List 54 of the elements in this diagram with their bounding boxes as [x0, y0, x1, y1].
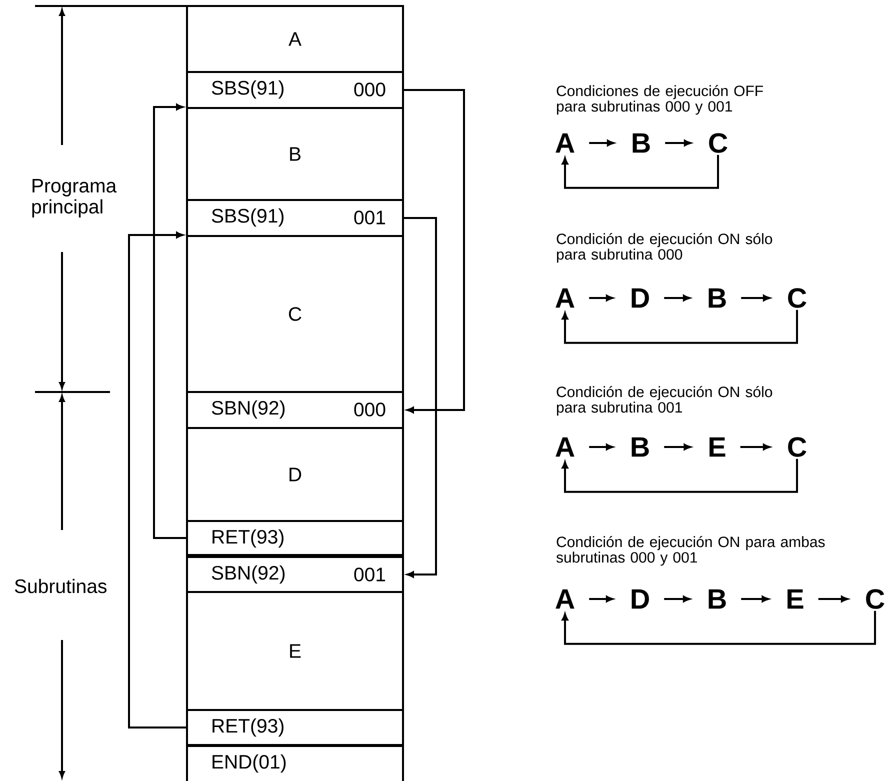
jump-arrow — [153, 104, 186, 539]
step-letter: E — [710, 437, 726, 457]
return-arrow — [562, 458, 798, 493]
step-letter: B — [708, 589, 726, 609]
program-row: A — [186, 5, 404, 73]
return-arrow — [562, 610, 876, 645]
step-letter: C — [788, 437, 806, 457]
program-row: D — [186, 427, 404, 522]
program-row: SBN(92) 000 — [186, 391, 404, 429]
program-row: B — [186, 107, 404, 201]
flow-arrow — [589, 444, 614, 450]
condition-heading: Condiciones de ejecución OFF para subrutinas 000 y 001 — [556, 85, 763, 115]
flow-arrow — [818, 596, 848, 602]
condition-heading: Condición de ejecución ON sólo para subrutina 000 — [556, 233, 772, 263]
flow-arrow — [740, 444, 770, 450]
step-letter: D — [632, 288, 649, 308]
jump-arrow — [128, 232, 186, 728]
flow-arrow — [741, 596, 769, 602]
step-letter: D — [632, 589, 649, 609]
program-row: E — [186, 591, 404, 711]
jump-arrow — [404, 89, 465, 414]
step-letter: C — [866, 589, 884, 609]
program-row: END(01) — [186, 745, 404, 781]
return-arrow — [562, 154, 720, 189]
flow-arrow — [665, 140, 692, 146]
step-letter: C — [709, 133, 728, 153]
jump-arrow — [404, 217, 437, 578]
program-row: SBN(92) 001 — [186, 556, 404, 593]
step-letter: B — [632, 437, 649, 457]
section-label: Programa principal — [32, 179, 117, 218]
step-letter: A — [556, 288, 574, 308]
flow-arrow — [664, 444, 691, 450]
section-label: Subrutinas — [14, 578, 106, 594]
step-letter: A — [556, 437, 574, 457]
flow-arrow — [589, 294, 614, 302]
program-row: RET(93) — [186, 520, 404, 556]
program-row: SBS(91) 001 — [186, 199, 404, 237]
step-letter: C — [788, 288, 806, 308]
flow-arrow — [589, 596, 614, 602]
program-row: C — [186, 235, 404, 393]
condition-heading: Condición de ejecución ON para ambas subrutinas 000 y 001 — [556, 536, 825, 566]
step-letter: B — [632, 133, 650, 153]
program-row: RET(93) — [186, 709, 404, 746]
condition-heading: Condición de ejecución ON sólo para subrutina 001 — [556, 386, 772, 416]
flow-arrow — [589, 140, 614, 146]
flow-arrow — [664, 596, 690, 602]
step-letter: A — [556, 589, 574, 609]
step-letter: B — [708, 288, 726, 308]
return-arrow — [562, 310, 798, 344]
step-letter: E — [788, 589, 804, 609]
flow-arrow — [664, 294, 690, 302]
step-letter: A — [556, 133, 574, 153]
flow-arrow — [741, 294, 770, 302]
program-row: SBS(91) 000 — [186, 71, 404, 109]
